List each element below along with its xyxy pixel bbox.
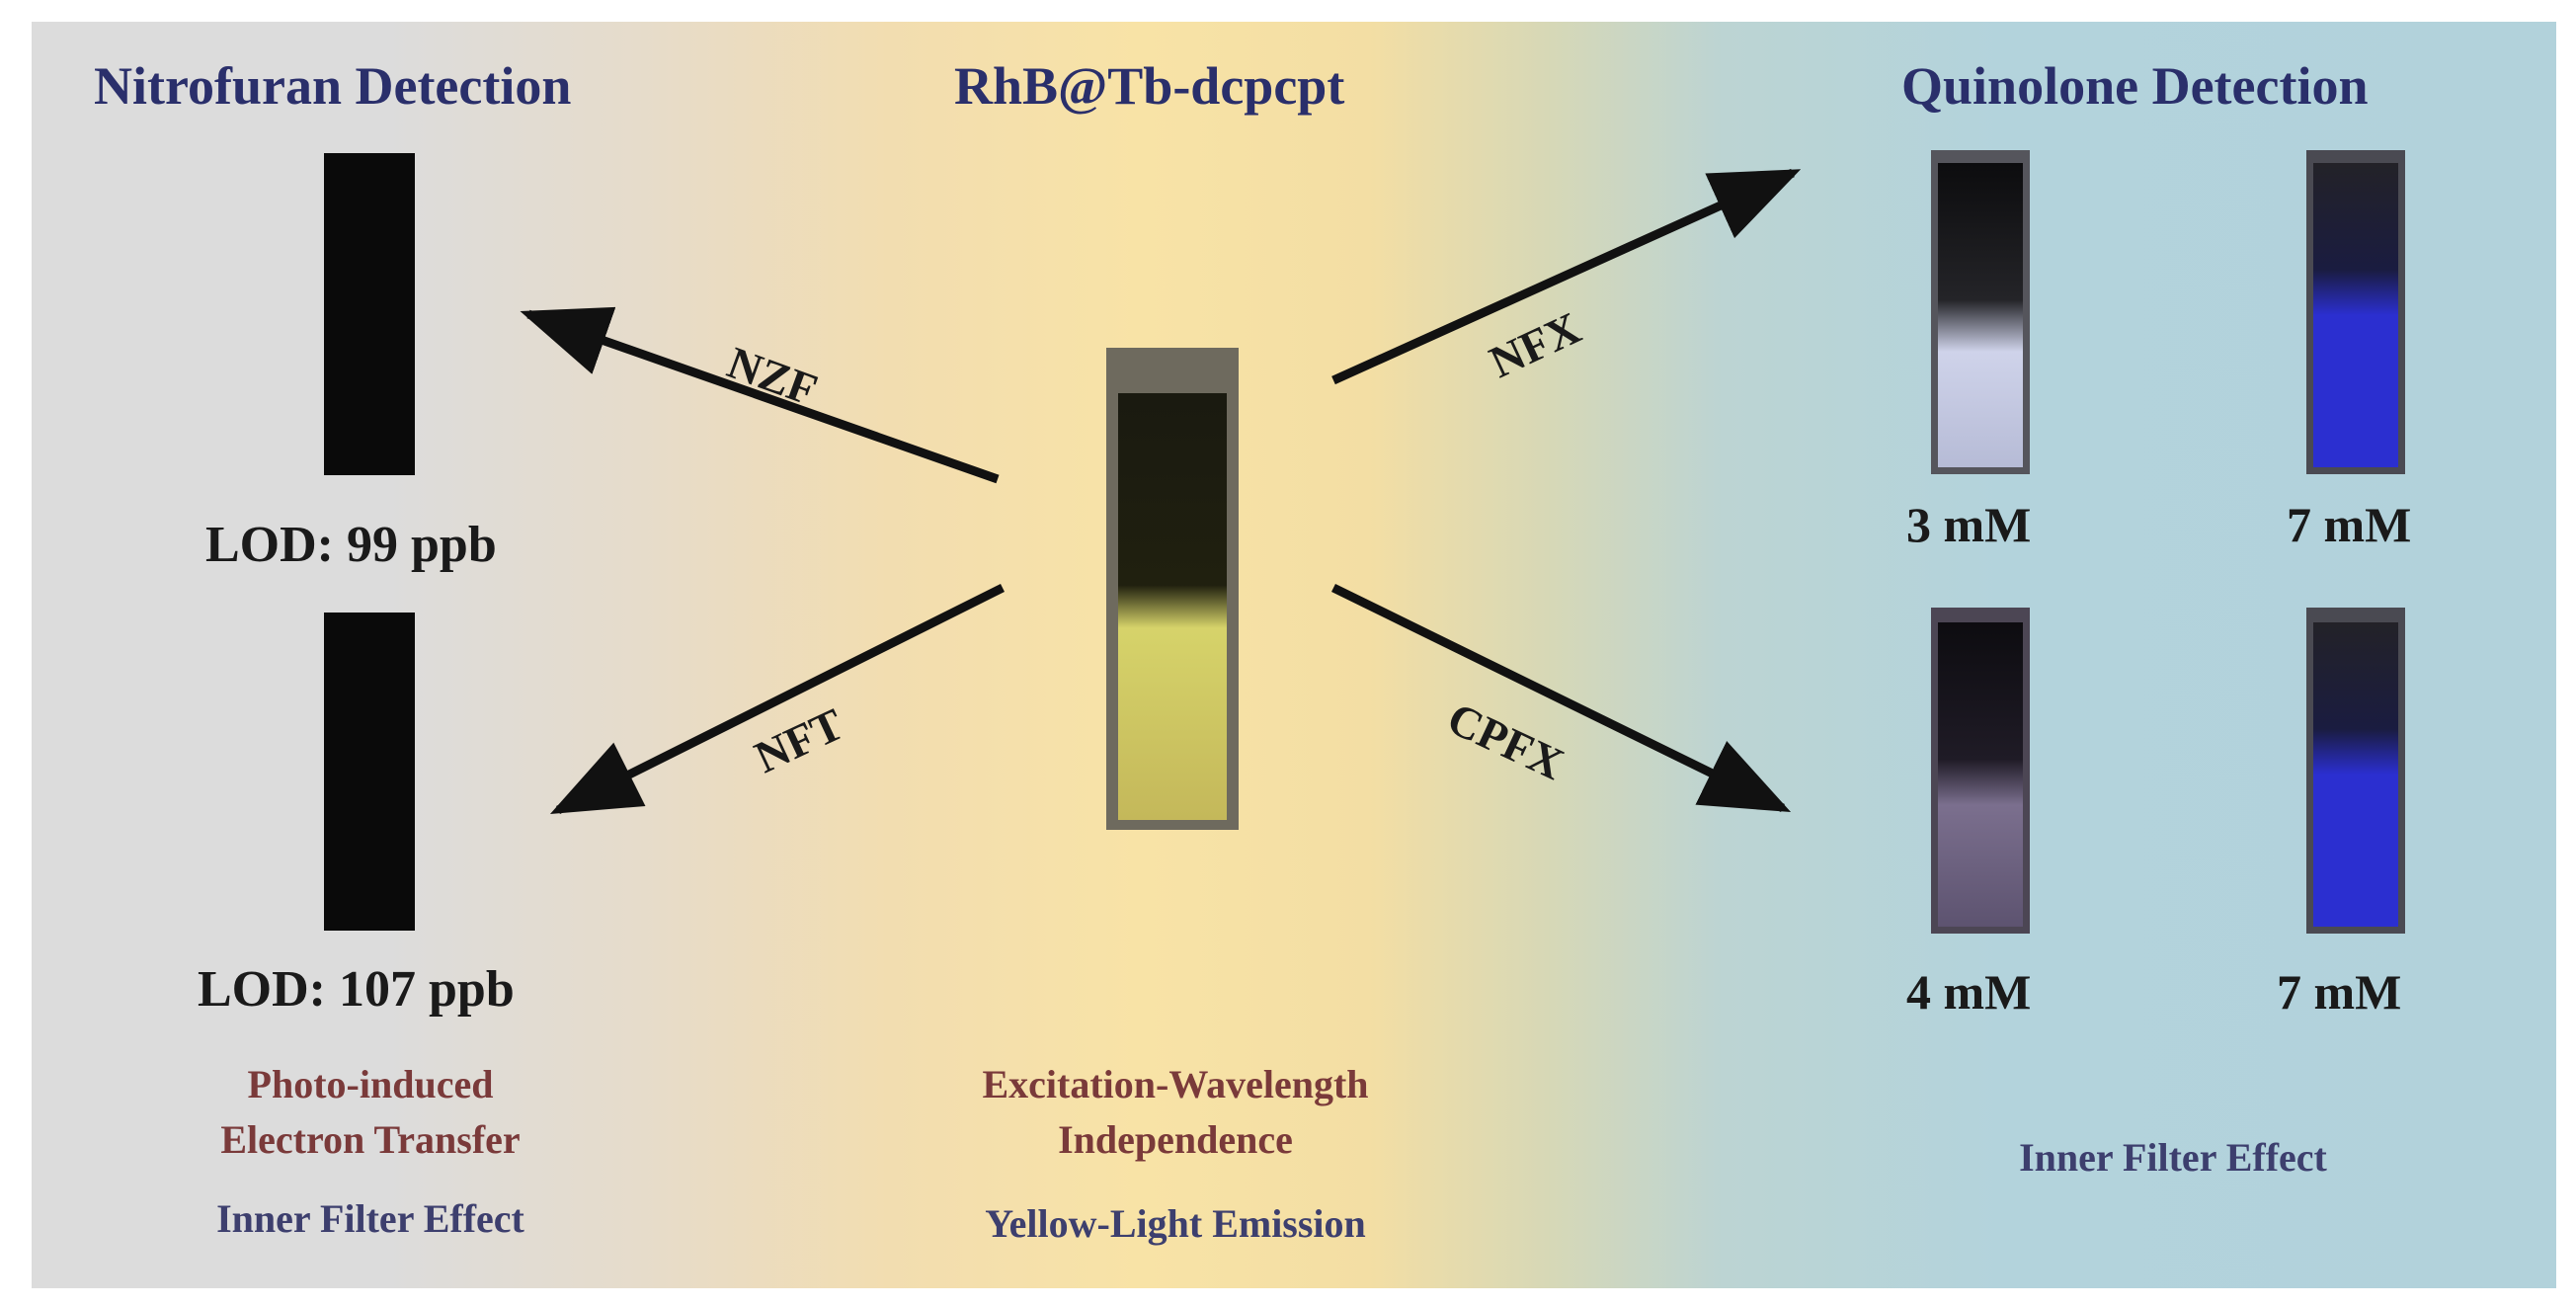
title-quinolone: Quinolone Detection xyxy=(1901,56,2369,116)
mechanism-ife-left: Inner Filter Effect xyxy=(216,1196,524,1241)
diagram-canvas xyxy=(32,22,2556,1288)
center-property-line2: Independence xyxy=(1058,1117,1293,1162)
cuvette-nft xyxy=(324,613,415,931)
center-property-line1: Excitation-Wavelength xyxy=(982,1062,1369,1106)
conc-nfx-low: 3 mM xyxy=(1906,497,2032,552)
cuvette-nzf xyxy=(324,153,415,475)
cuvette-cpfx-4mm xyxy=(1938,622,2023,927)
mechanism-pet-line1: Photo-induced xyxy=(247,1062,494,1106)
mechanism-ife-right: Inner Filter Effect xyxy=(2019,1135,2327,1180)
center-property: Excitation-Wavelength Independence xyxy=(928,1057,1422,1168)
arrow-cpfx xyxy=(1331,583,1792,813)
arrow-nfx xyxy=(1331,168,1802,385)
title-center: RhB@Tb-dcpcpt xyxy=(954,56,1345,116)
conc-nfx-high: 7 mM xyxy=(2287,497,2412,552)
conc-cpfx-low: 4 mM xyxy=(1906,964,2032,1020)
center-emission: Yellow-Light Emission xyxy=(985,1201,1366,1246)
title-nitrofuran: Nitrofuran Detection xyxy=(94,56,572,116)
mechanism-pet: Photo-induced Electron Transfer xyxy=(148,1057,593,1168)
cuvette-center xyxy=(1118,393,1227,820)
conc-cpfx-high: 7 mM xyxy=(2277,964,2402,1020)
cuvette-nfx-3mm xyxy=(1938,163,2023,467)
mechanism-pet-line2: Electron Transfer xyxy=(220,1117,521,1162)
cuvette-nfx-7mm xyxy=(2313,163,2398,467)
cuvette-cpfx-7mm xyxy=(2313,622,2398,927)
lod-top: LOD: 99 ppb xyxy=(205,517,497,573)
lod-bottom: LOD: 107 ppb xyxy=(198,961,515,1018)
arrow-nft xyxy=(549,583,1006,815)
arrow-nzf xyxy=(520,306,1000,484)
